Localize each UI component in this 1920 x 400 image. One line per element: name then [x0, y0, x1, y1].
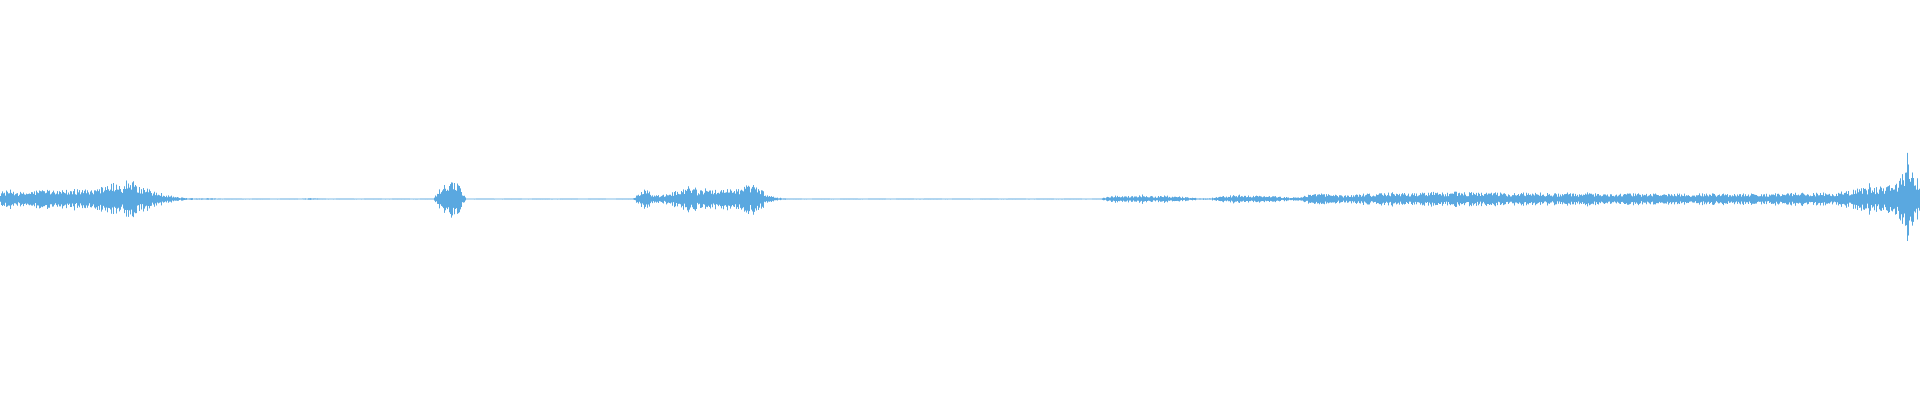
waveform-bars — [0, 152, 1920, 241]
waveform-path — [0, 152, 1920, 241]
